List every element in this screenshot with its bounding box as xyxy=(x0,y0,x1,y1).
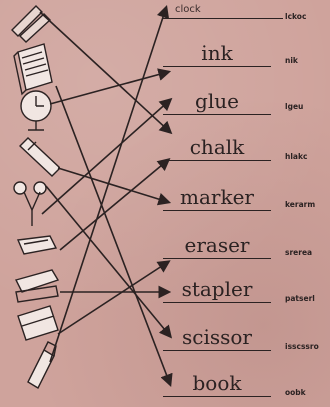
connector-line xyxy=(56,86,170,384)
connector-line xyxy=(50,72,168,104)
jumbled-eraser: srerea xyxy=(285,248,312,257)
word-marker: marker xyxy=(163,186,271,211)
jumbled-stapler: patserl xyxy=(285,294,315,303)
word-glue: glue xyxy=(163,90,271,115)
jumbled-ink: nik xyxy=(285,56,298,65)
word-stapler: stapler xyxy=(163,278,271,303)
word-chalk: chalk xyxy=(163,136,271,161)
jumbled-glue: lgeu xyxy=(285,102,303,111)
jumbled-chalk: hlakc xyxy=(285,152,307,161)
jumbled-scissor: isscssro xyxy=(285,342,319,351)
word-ink: ink xyxy=(163,42,271,67)
connector-line xyxy=(58,262,168,334)
jumbled-marker: kerarm xyxy=(285,200,315,209)
jumbled-book: oobk xyxy=(285,388,306,397)
connector-line xyxy=(40,12,170,132)
word-eraser: eraser xyxy=(163,234,271,259)
word-scissor: scissor xyxy=(163,326,271,351)
connector-line xyxy=(46,186,170,336)
word-book: book xyxy=(163,372,271,397)
word-clock: clock xyxy=(163,4,283,19)
jumbled-clock: lckoc xyxy=(285,12,306,21)
